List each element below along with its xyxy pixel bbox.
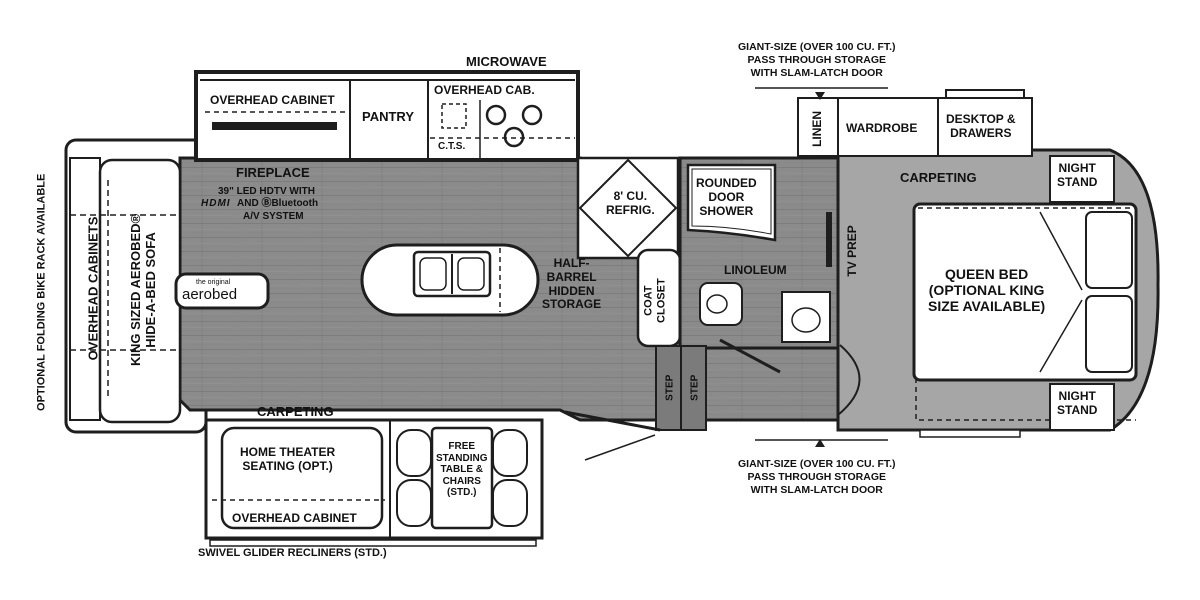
carpeting-bedroom-label: CARPETING [900,170,977,185]
shower-label: ROUNDED DOOR SHOWER [696,176,757,218]
aerobed-badge [174,272,270,310]
night-stand-bottom [1049,383,1115,431]
wardrobe-label: WARDROBE [846,121,918,135]
king-sofa-label: KING SIZED AEROBED® HIDE-A-BED SOFA [128,213,159,366]
queen-bed-label: QUEEN BED (OPTIONAL KING SIZE AVAILABLE) [928,266,1046,315]
overhead-cabinet-kitchen-label: OVERHEAD CABINET [210,93,335,107]
home-theater-label: HOME THEATER SEATING (OPT.) [240,445,336,473]
burner-icon [521,104,543,126]
burner-icon [485,104,507,126]
coat-closet-label: COAT CLOSET [642,278,668,323]
cts-label: C.T.S. [438,141,466,152]
step-label-1: STEP [664,374,676,401]
night-stand-top [1049,155,1115,203]
carpeting-living-label: CARPETING [257,404,334,419]
toilet [699,282,743,326]
tv-prep-wall [826,212,832,267]
refrigerator [578,158,678,258]
chair [396,479,432,527]
aerobed-small-label: the original [196,279,231,286]
storage-top-note: GIANT-SIZE (OVER 100 CU. FT.) PASS THROU… [738,41,896,80]
chair [492,479,528,527]
storage-bottom-note: GIANT-SIZE (OVER 100 CU. FT.) PASS THROU… [738,458,896,497]
fireplace-unit [212,122,337,130]
bathroom-sink [781,291,831,343]
linen-closet [797,97,839,157]
table-chairs-label: FREE STANDING TABLE & CHAIRS (STD.) [436,441,488,498]
storage-arrow-top [815,92,825,100]
chair [396,429,432,477]
chair [492,429,528,477]
shower [686,163,777,242]
storage-arrow-bottom [815,439,825,447]
aerobed-logo: aerobed [182,286,238,303]
bluetooth-label: AND ⒷBluetooth [237,198,319,209]
recliners [220,426,384,530]
wardrobe [837,97,939,157]
fireplace-label: FIREPLACE [236,165,310,180]
burner-icon [503,126,525,148]
night-stand-bottom-label: NIGHT STAND [1057,389,1098,417]
refrig-label: 8' CU. REFRIG. [606,189,655,217]
overhead-cabinets-rear-label: OVERHEAD CABINETS [85,216,101,361]
half-barrel-label: HALF- BARREL HIDDEN STORAGE [542,256,602,312]
queen-bed [912,202,1138,382]
hdmi-logo: HDMI [201,198,231,209]
microwave-label: MICROWAVE [466,54,547,69]
overhead-cab-label: OVERHEAD CAB. [434,83,535,97]
pantry-label: PANTRY [362,109,414,124]
tv-line3-label: A/V SYSTEM [243,211,304,222]
overhead-cabinet-slide-label: OVERHEAD CABINET [232,511,357,525]
linoleum-label: LINOLEUM [724,263,787,277]
tv-prep-label: TV PREP [844,225,859,277]
night-stand-top-label: NIGHT STAND [1057,161,1098,189]
tv-line1-label: 39" LED HDTV WITH [218,186,315,197]
bike-rack-label: OPTIONAL FOLDING BIKE RACK AVAILABLE [35,173,48,411]
swivel-recliners-label: SWIVEL GLIDER RECLINERS (STD.) [198,547,387,559]
step-label-2: STEP [689,374,701,401]
linen-label: LINEN [810,110,825,147]
desktop-drawers-label: DESKTOP & DRAWERS [946,112,1016,140]
dining-table [430,426,494,530]
